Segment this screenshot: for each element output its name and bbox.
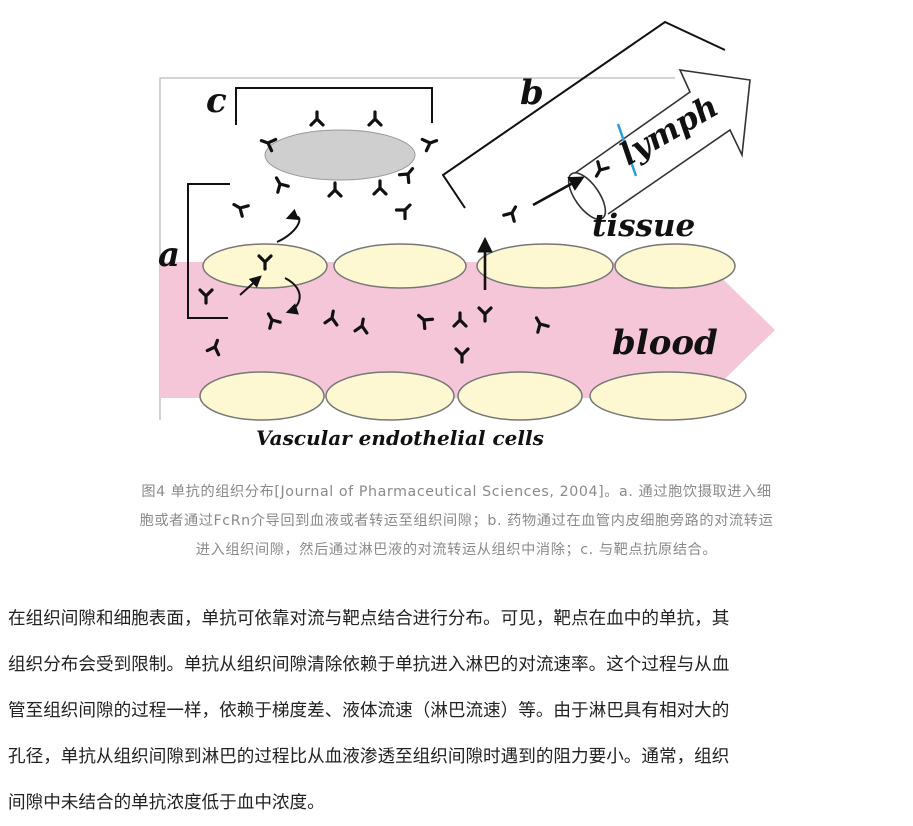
- paragraph-line: 管至组织间隙的过程一样，依赖于梯度差、液体流速（淋巴流速）等。由于淋巴具有相对大…: [8, 701, 730, 721]
- paragraph-line: 孔径，单抗从组织间隙到淋巴的过程比从血液渗透至组织间隙时遇到的阻力要小。通常，组…: [8, 747, 730, 767]
- antibody-icon: [420, 133, 441, 153]
- endothelial-cells-top: [202, 243, 736, 289]
- paragraph-line: 组织分布会受到限制。单抗从组织间隙清除依赖于单抗进入淋巴的对流速率。这个过程与从…: [8, 655, 730, 675]
- label-b: b: [520, 73, 544, 113]
- caption-line: 胞或者通过FcRn介导回到血液或者转运至组织间隙；b. 药物通过在血管内皮细胞旁…: [139, 513, 774, 529]
- label-c: c: [206, 81, 227, 121]
- label-tissue: tissue: [592, 208, 695, 244]
- label-blood: blood: [612, 323, 718, 363]
- label-a: a: [158, 235, 180, 275]
- caption-line: 图4 单抗的组织分布[Journal of Pharmaceutical Sci…: [141, 484, 772, 500]
- bracket-a: [187, 183, 230, 319]
- antibody-icon: [372, 179, 388, 196]
- paragraph-line: 间隙中未结合的单抗浓度低于血中浓度。: [8, 793, 325, 813]
- antibody-icon: [394, 199, 416, 221]
- endothelial-cells-bottom: [199, 371, 747, 421]
- antibody-icon: [269, 173, 290, 194]
- bracket-b: [441, 20, 726, 209]
- bracket-c: [235, 87, 433, 125]
- label-vascular-endothelial-cells: Vascular endothelial cells: [256, 426, 544, 450]
- body-paragraph: 在组织间隙和细胞表面，单抗可依靠对流与靶点结合进行分布。可见，靶点在血中的单抗，…: [8, 596, 908, 826]
- diagram-svg: a b c lymph tissue blood Vascular endoth…: [158, 20, 775, 450]
- transport-arrows: [239, 176, 585, 315]
- mab-distribution-figure: a b c lymph tissue blood Vascular endoth…: [150, 0, 790, 460]
- antibody-icon: [502, 202, 523, 223]
- blood-vessel: [160, 252, 775, 408]
- caption-line: 进入组织间隙，然后通过淋巴液的对流转运从组织中消除；c. 与靶点抗原结合。: [195, 542, 718, 558]
- antibody-icon: [309, 110, 325, 127]
- antibody-icon: [327, 181, 343, 198]
- antibody-icon: [229, 197, 250, 218]
- target-cell: [264, 129, 416, 181]
- paragraph-line: 在组织间隙和细胞表面，单抗可依靠对流与靶点结合进行分布。可见，靶点在血中的单抗，…: [8, 609, 730, 629]
- figure-caption: 图4 单抗的组织分布[Journal of Pharmaceutical Sci…: [30, 478, 883, 565]
- antibody-icon: [367, 110, 383, 127]
